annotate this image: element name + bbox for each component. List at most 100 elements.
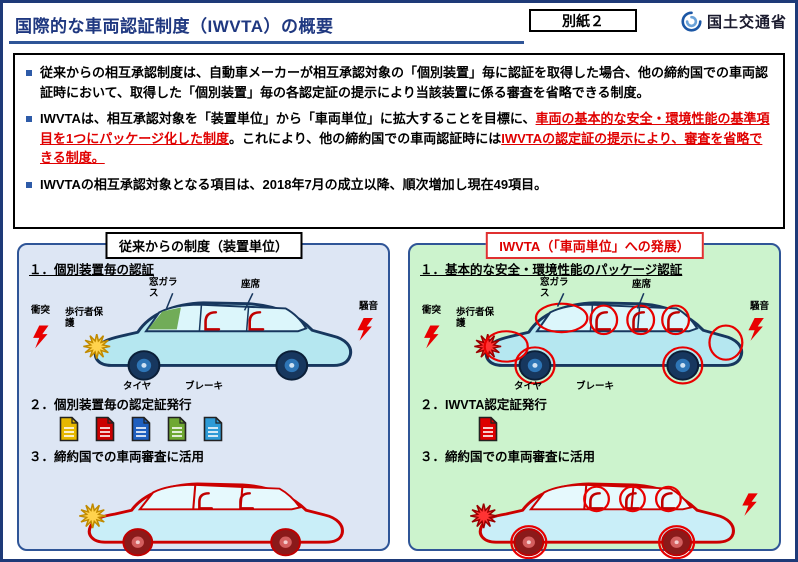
attachment-badge: 別紙２ <box>529 9 637 32</box>
front-wheel <box>127 350 161 381</box>
lightning-icon <box>33 325 49 349</box>
label-collision: 衝突 <box>422 305 442 316</box>
seat-icon <box>204 311 221 331</box>
certificates-row <box>59 416 378 444</box>
iwvta-inspection-car-diagram <box>420 467 769 559</box>
highlight-ellipse <box>661 304 691 336</box>
legacy-panel-title: 従来からの制度（装置単位） <box>104 232 303 259</box>
highlight-ellipse <box>589 304 619 336</box>
seat-icon <box>632 311 649 331</box>
label-noise: 騒音 <box>749 301 769 312</box>
highlight-ellipse <box>654 485 682 513</box>
lightning-icon <box>357 317 373 341</box>
highlight-ellipse <box>534 302 589 334</box>
bullet-iwvta-overview: IWVTAは、相互承認対象を「装置単位」から「車両単位」に拡大することを目標に、… <box>25 109 773 168</box>
front-wheel <box>513 528 545 557</box>
highlight-ellipse <box>708 324 744 361</box>
label-seat: 座席 <box>241 279 261 290</box>
legacy-system-panel: 従来からの制度（装置単位） １．個別装置毎の認証 <box>17 232 390 557</box>
bullet-text-segment: IWVTAは、相互承認対象を「装置単位」から「車両単位」に拡大することを目標に、 <box>40 111 536 126</box>
certificate-page <box>167 416 187 442</box>
bullet-item-count: IWVTAの相互承認対象となる項目は、2018年7月の成立以降、順次増加し現在4… <box>25 175 773 195</box>
impact-star-icon <box>83 333 111 359</box>
comparison-panels: 従来からの制度（装置単位） １．個別装置毎の認証 <box>17 232 781 559</box>
lightning-icon <box>424 325 440 349</box>
inspection-car-illustration <box>470 482 758 559</box>
title-underline <box>9 41 524 44</box>
bullet-legacy-system: 従来からの相互承認制度は、自動車メーカーが相互承認対象の「個別装置」毎に認証を取… <box>25 63 773 102</box>
highlight-ellipse <box>658 525 696 559</box>
certificate-icon <box>478 416 498 442</box>
impact-star-icon <box>79 503 107 529</box>
front-wheel <box>518 350 552 381</box>
legacy-step2-heading: ２．個別装置毎の認定証発行 <box>29 398 192 412</box>
certificate-page <box>478 416 498 442</box>
rear-wheel <box>270 528 302 557</box>
iwvta-car-diagram: 衝突 歩行者保護 窓ガラス 座席 騒音 タイヤ ブレーキ <box>420 277 769 393</box>
legacy-step1-heading: １．個別装置毎の認証 <box>29 263 155 277</box>
seat-icon <box>595 311 612 331</box>
label-pedestrian-protection: 歩行者保護 <box>65 307 104 329</box>
bullet-icon <box>26 181 32 188</box>
bullet-text: 従来からの相互承認制度は、自動車メーカーが相互承認対象の「個別装置」毎に認証を取… <box>40 65 769 100</box>
legacy-car-illustration <box>33 292 373 381</box>
iwvta-panel-title: IWVTA（「車両単位」への発展） <box>485 232 704 259</box>
highlight-ellipse <box>626 304 656 336</box>
certificate-icon <box>95 416 115 442</box>
bullet-text-highlight: 車両の基本的な安全・環境性能の基準項目を1つにパッケージ化した制度 <box>40 111 770 146</box>
iwvta-step3-heading: ３．締約国での車両審査に活用 <box>420 450 596 464</box>
page-title: 国際的な車両認証制度（IWVTA）の概要 <box>15 17 334 36</box>
highlight-ellipse <box>483 330 529 363</box>
label-window-glass: 窓ガラス <box>540 277 569 299</box>
iwvta-car-illustration <box>424 293 764 385</box>
summary-box: 従来からの相互承認制度は、自動車メーカーが相互承認対象の「個別装置」毎に認証を取… <box>13 53 785 229</box>
highlight-ellipse <box>619 485 646 513</box>
front-wheel <box>122 528 154 557</box>
label-tire: タイヤ <box>514 381 543 393</box>
certificate-icon <box>167 416 187 442</box>
ministry-name: 国土交通省 <box>706 14 787 31</box>
lightning-icon <box>748 317 764 341</box>
label-window-glass: 窓ガラス <box>149 277 178 299</box>
certificate-icon <box>59 416 79 442</box>
label-pedestrian-protection: 歩行者保護 <box>456 307 495 329</box>
seat-icon <box>660 492 676 510</box>
highlight-ellipse <box>514 346 556 385</box>
rear-wheel <box>666 350 700 381</box>
iwvta-system-panel: IWVTA（「車両単位」への発展） １．基本的な安全・環境性能のパッケージ認証 <box>408 232 781 559</box>
impact-star-icon <box>470 503 498 529</box>
iwvta-step1-heading: １．基本的な安全・環境性能のパッケージ認証 <box>420 263 683 277</box>
bullet-text-segment: 。これにより、他の締約国での車両認証時には <box>228 130 502 146</box>
certificate-page <box>131 416 151 442</box>
highlight-ellipse <box>583 485 610 513</box>
certificate-icon <box>131 416 151 442</box>
mlit-logo-icon <box>681 11 702 32</box>
certificate-page <box>203 416 223 442</box>
certificate-page <box>59 416 79 442</box>
bullet-text-highlight: IWVTAの認定証の提示により、審査を省略できる制度。 <box>40 130 763 166</box>
bullet-text: IWVTAの相互承認対象となる項目は、2018年7月の成立以降、順次増加し現在4… <box>40 176 548 192</box>
label-noise: 騒音 <box>358 301 378 312</box>
seat-icon <box>248 311 265 331</box>
label-collision: 衝突 <box>31 305 51 316</box>
seat-icon <box>239 492 255 510</box>
seat-icon <box>625 492 640 510</box>
certificate-page <box>95 416 115 442</box>
label-seat: 座席 <box>632 279 652 290</box>
iwvta-step2-heading: ２．IWVTA認定証発行 <box>420 398 547 412</box>
label-brake: ブレーキ <box>576 381 615 393</box>
seat-icon <box>667 311 684 331</box>
bullet-icon <box>26 70 32 76</box>
legacy-step3-heading: ３．締約国での車両審査に活用 <box>29 450 205 464</box>
seat-icon <box>198 492 213 510</box>
inspection-car-illustration <box>79 482 344 557</box>
rear-wheel <box>661 528 693 557</box>
seat-icon <box>589 492 604 510</box>
label-tire: タイヤ <box>123 381 152 393</box>
iwvta-certificate-row <box>478 416 769 444</box>
legacy-car-diagram: 衝突 歩行者保護 窓ガラス 座席 騒音 タイヤ ブレーキ <box>29 277 378 393</box>
window-glass-highlight <box>148 307 181 330</box>
highlight-ellipse <box>662 346 704 385</box>
highlight-ellipse <box>510 525 548 559</box>
